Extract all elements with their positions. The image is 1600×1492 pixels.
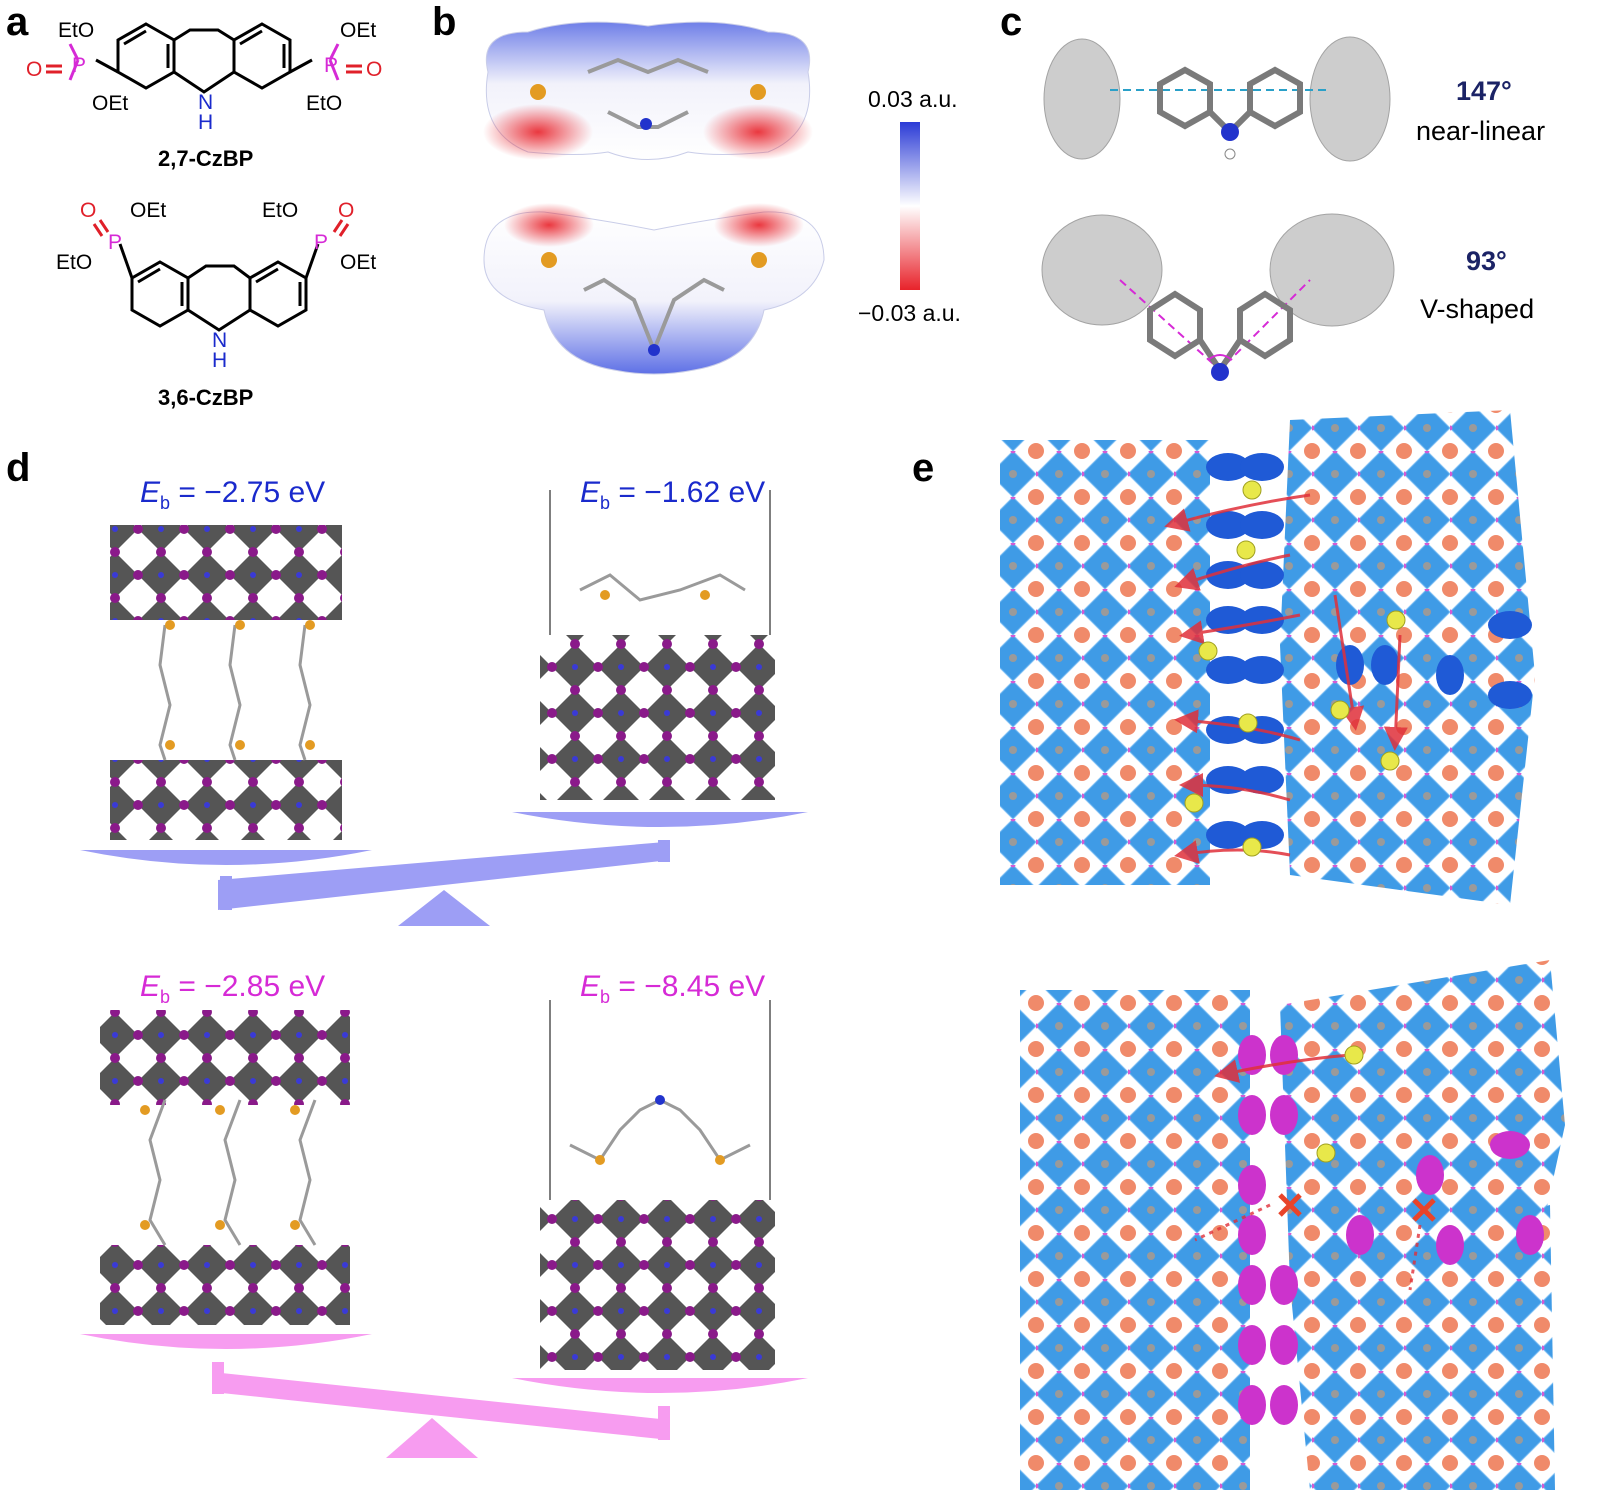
conformer-near-linear [1043,36,1391,162]
czbp36-name: 3,6-CzBP [158,385,254,410]
czbp36-o-left: O [80,199,97,222]
panel-label-d: d [6,446,31,490]
czbp27-eto-bottomright: EtO [306,92,343,115]
czbp27-o-right: O [366,58,383,81]
eb-top-right: Eb = −1.62 eV [580,476,766,513]
czbp27-o-left: O [26,58,43,81]
czbp27-p-right: P [324,54,339,77]
shape-v-shaped: V-shaped [1420,294,1535,324]
colorbar-max-label: 0.03 a.u. [868,86,958,112]
panel-label-e: e [912,446,935,490]
panel-label-b: b [432,0,457,44]
colorbar-min-label: −0.03 a.u. [858,300,961,326]
czbp27-hydrogen: H [198,111,214,134]
czbp27-oet-topright: OEt [340,19,377,42]
esp-surface-czbp27 [483,21,813,160]
shape-near-linear: near-linear [1416,116,1546,146]
czbp36-p-left: P [108,231,123,254]
czbp27-nitrogen: N [198,91,214,114]
czbp36-eto-right: EtO [262,199,299,222]
czbp36-hydrogen: H [212,349,228,372]
czbp36-oet-left: OEt [130,199,167,222]
angle-93: 93° [1466,246,1507,276]
charge-transfer-schematic [1000,410,1565,1490]
eb-bottom-left: Eb = −2.85 eV [140,970,326,1007]
angle-147: 147° [1456,76,1512,106]
eb-bottom-right: Eb = −8.45 eV [580,970,766,1007]
czbp27-p-left: P [72,54,87,77]
czbp27-eto-topleft: EtO [58,19,95,42]
esp-surface-czbp36 [483,203,825,375]
eb-top-left: Eb = −2.75 eV [140,476,326,513]
esp-colorbar [900,122,920,290]
conformer-v-shaped [1041,213,1395,381]
czbp36-o-right: O [338,199,355,222]
czbp36-oet-bottomright: OEt [340,251,377,274]
binding-energy-balance-diagrams [80,490,808,1458]
panel-label-a: a [6,0,29,44]
czbp36-p-right: P [314,231,329,254]
czbp27-name: 2,7-CzBP [158,146,254,171]
czbp36-eto-bottomleft: EtO [56,251,93,274]
czbp36-nitrogen: N [212,329,228,352]
panel-label-c: c [1000,0,1023,44]
czbp27-oet-bottomleft: OEt [92,92,129,115]
czbp27-structure [46,22,362,332]
